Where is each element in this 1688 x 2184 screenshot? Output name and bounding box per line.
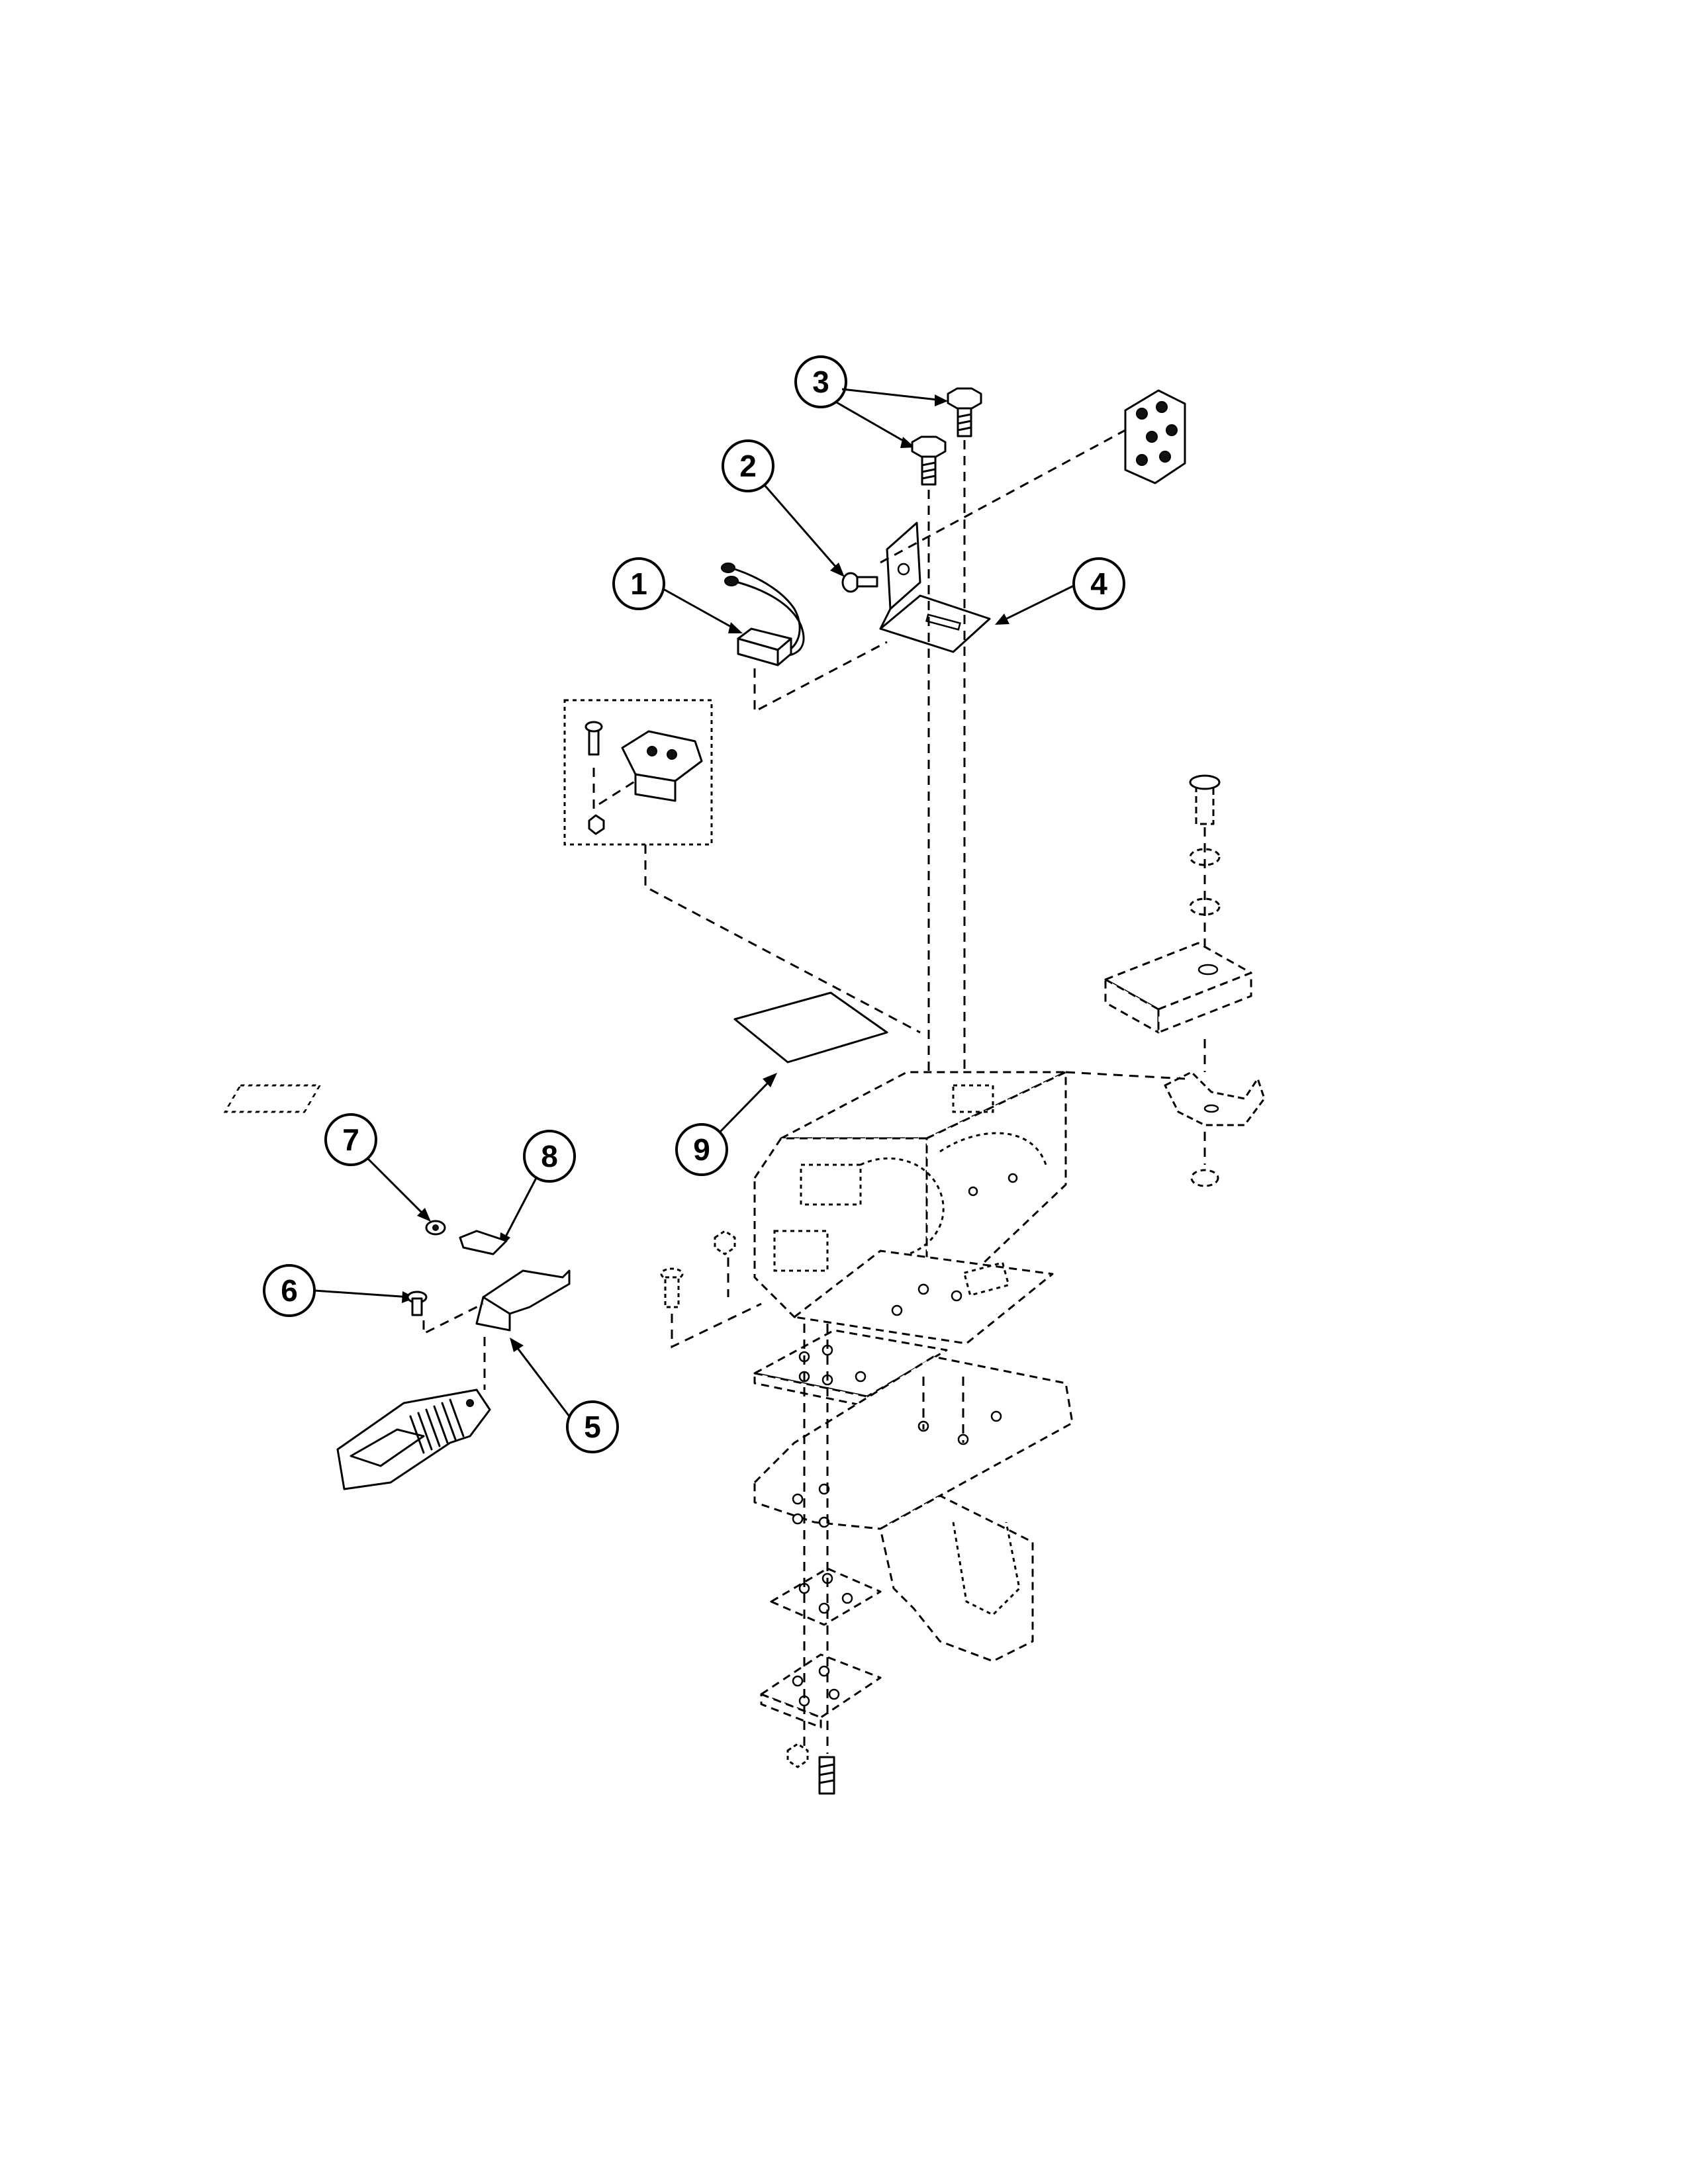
bracket-4 xyxy=(879,522,991,653)
bolt-upper xyxy=(947,387,982,437)
callout-6-label: 6 xyxy=(281,1273,298,1308)
terminal-block xyxy=(336,1388,491,1490)
leader-lines xyxy=(314,388,1074,1417)
base-plate-upper xyxy=(793,1250,1054,1345)
mount-pad xyxy=(1104,942,1252,1034)
callout-3-label: 3 xyxy=(812,365,829,399)
base-plate-lower-2 xyxy=(760,1653,882,1729)
harness-1 xyxy=(721,563,805,666)
callout-3[interactable]: 3 xyxy=(794,355,847,408)
clip-8 xyxy=(459,1230,508,1255)
callout-1[interactable]: 1 xyxy=(612,557,665,610)
callout-7-label: 7 xyxy=(342,1122,359,1157)
callout-4[interactable]: 4 xyxy=(1072,557,1125,610)
callout-9-label: 9 xyxy=(693,1132,710,1167)
bottom-hardware xyxy=(786,1324,964,1795)
inset-switch-box xyxy=(563,699,713,846)
callout-8[interactable]: 8 xyxy=(523,1130,576,1183)
screw-6 xyxy=(406,1291,428,1316)
left-guide xyxy=(422,1302,484,1336)
callout-7[interactable]: 7 xyxy=(324,1113,377,1166)
base-plate-lower-1 xyxy=(770,1567,882,1626)
housing-screw xyxy=(660,1230,762,1349)
callout-4-label: 4 xyxy=(1090,567,1107,601)
callout-5-label: 5 xyxy=(584,1410,601,1444)
callout-6[interactable]: 6 xyxy=(263,1264,316,1317)
screw-2 xyxy=(841,572,878,593)
callout-2-label: 2 xyxy=(739,449,757,483)
label-sheet-9 xyxy=(733,991,888,1064)
washer-7 xyxy=(425,1220,446,1236)
mount-bolt-stack xyxy=(1189,774,1221,953)
bolt-lower xyxy=(911,435,947,486)
callout-8-label: 8 xyxy=(541,1139,558,1173)
callout-9[interactable]: 9 xyxy=(675,1123,728,1176)
relay-block xyxy=(1124,389,1186,484)
bracket-5 xyxy=(475,1269,571,1332)
callout-1-label: 1 xyxy=(630,567,647,601)
callout-5[interactable]: 5 xyxy=(566,1400,619,1453)
callout-2[interactable]: 2 xyxy=(722,439,774,492)
frame-member xyxy=(753,1355,1074,1662)
inset-guide xyxy=(644,844,921,1034)
mount-bracket xyxy=(1065,1039,1266,1187)
